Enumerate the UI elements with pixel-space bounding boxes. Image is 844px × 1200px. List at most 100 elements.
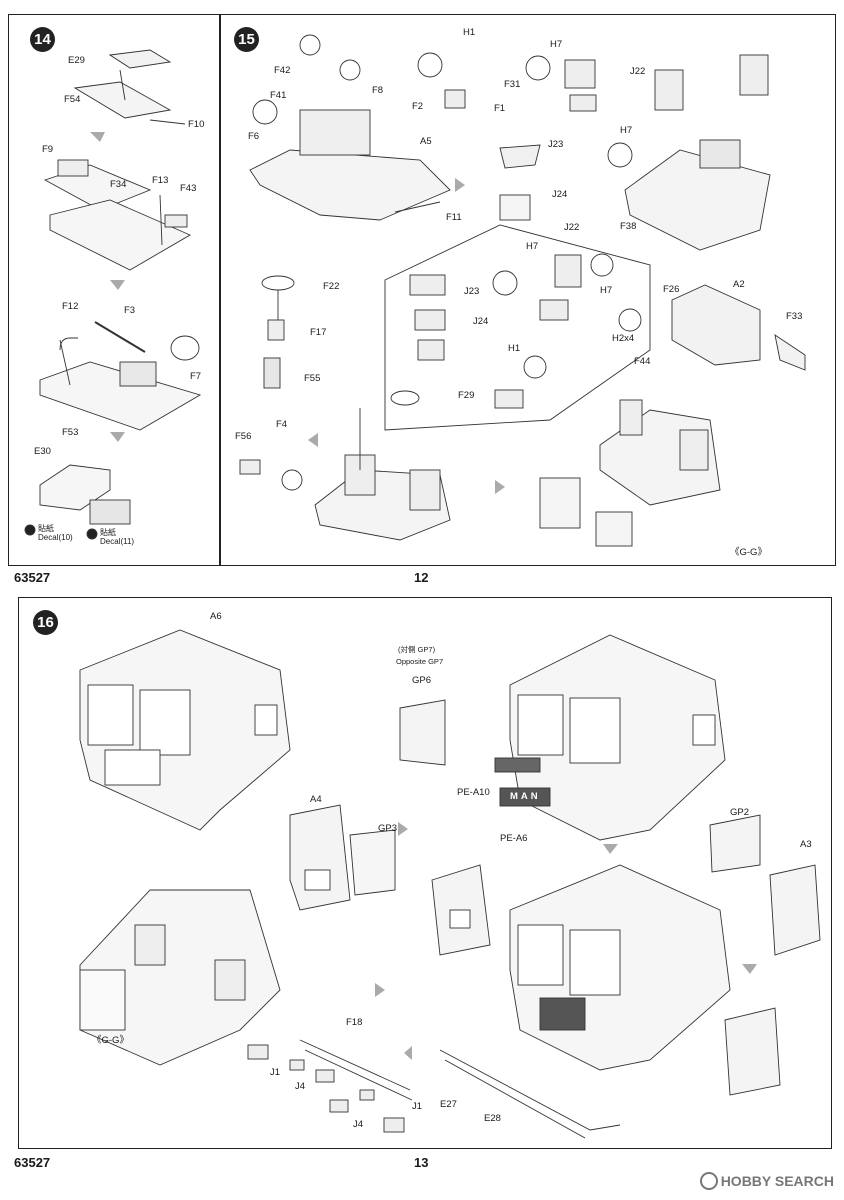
- part-label-f31: F31: [504, 79, 521, 90]
- part-label-f7: F7: [190, 371, 202, 382]
- arrow-down-14c: [110, 432, 125, 442]
- part-label-f17: F17: [310, 327, 327, 338]
- decal-10-label: Decal(10): [38, 533, 73, 543]
- step-14-second-assembly: [43, 159, 191, 271]
- part-label-a6: A6: [210, 611, 222, 622]
- part-label-gp2: GP2: [730, 807, 750, 818]
- decal-11-label: Decal(11): [100, 537, 135, 547]
- part-label-f44: F44: [634, 356, 651, 367]
- part-label-e28: E28: [484, 1113, 501, 1124]
- part-label-f41: F41: [270, 90, 287, 101]
- part-label-a3: A3: [800, 839, 812, 850]
- step-14-badge: 14: [30, 27, 55, 52]
- part-label-j4-b: J4: [353, 1119, 364, 1130]
- view-label-g-g: 《G-G》: [730, 547, 767, 558]
- part-label-f22: F22: [323, 281, 340, 292]
- cab-shell-left: [79, 629, 291, 831]
- catalog-number: 63527: [14, 570, 51, 585]
- cab-floor-left: [79, 889, 281, 1066]
- page-number: 12: [414, 570, 429, 585]
- instruction-page-13: 16: [0, 590, 844, 1200]
- part-label-f55: F55: [304, 373, 321, 384]
- cab-shell-right: [494, 634, 726, 841]
- arrow-left-15: [308, 433, 318, 447]
- part-label-j22: J22: [630, 66, 646, 77]
- sub-assembly-callout: [384, 224, 651, 431]
- part-label-f1: F1: [494, 103, 506, 114]
- step-16-frame: [18, 597, 832, 1149]
- part-label-f34: F34: [110, 179, 127, 190]
- watermark-logo-icon: [699, 1172, 718, 1190]
- door-a3-and-gp2: [709, 814, 821, 1096]
- part-label-f43: F43: [180, 183, 197, 194]
- part-label-j1-b: J1: [412, 1101, 423, 1112]
- part-label-f26: F26: [663, 284, 680, 295]
- step-14-third-assembly: [39, 321, 202, 431]
- part-label-f8: F8: [372, 85, 384, 96]
- step-14-top-assembly: [73, 49, 186, 125]
- part-label-f38: F38: [620, 221, 637, 232]
- page-number: 13: [414, 1155, 429, 1170]
- arrow-down-16a: [603, 844, 618, 854]
- part-label-j24-b: J24: [473, 316, 489, 327]
- watermark-text: HOBBY SEARCH: [720, 1173, 834, 1189]
- man-logo: MAN: [510, 791, 541, 802]
- part-label-e29: E29: [68, 55, 85, 66]
- decal-11-zh: 貼紙: [100, 528, 116, 537]
- part-label-j23: J23: [548, 139, 564, 150]
- part-label-gp6: GP6: [412, 675, 432, 686]
- part-label-j4: J4: [295, 1081, 306, 1092]
- part-label-j24: J24: [552, 189, 568, 200]
- arrow-right-15b: [495, 480, 505, 494]
- part-label-f10: F10: [188, 119, 205, 130]
- step-14-dashboard-part: [24, 464, 131, 540]
- part-label-a2: A2: [733, 279, 745, 290]
- instruction-page-12: 14 15: [0, 0, 844, 590]
- part-label-f56: F56: [235, 431, 252, 442]
- decal-11-note: 貼紙 Decal(11): [100, 528, 134, 546]
- part-label-h7-c: H7: [526, 241, 539, 252]
- glass-gp6: [399, 699, 446, 766]
- arrow-left-16: [404, 1046, 412, 1060]
- arrow-right-16b: [375, 983, 385, 997]
- part-label-f12: F12: [62, 301, 79, 312]
- part-label-gp3: GP3: [378, 823, 398, 834]
- part-label-h7: H7: [550, 39, 563, 50]
- step-15-badge: 15: [234, 27, 259, 52]
- part-label-pe-a6: PE-A6: [500, 833, 528, 844]
- part-label-f2: F2: [412, 101, 424, 112]
- step-15-cab-interior-right: [539, 284, 806, 547]
- part-label-f6: F6: [248, 131, 260, 142]
- part-label-j22-b: J22: [564, 222, 580, 233]
- note-opposite-gp7: Opposite GP7: [396, 657, 444, 666]
- rail-e27-e28: [439, 1049, 621, 1139]
- part-label-j1: J1: [270, 1067, 281, 1078]
- step-16-badge: 16: [33, 610, 58, 635]
- part-label-f13: F13: [152, 175, 169, 186]
- step-15-cab-interior-left: [314, 390, 451, 541]
- part-label-pe-a10: PE-A10: [457, 787, 490, 798]
- part-label-j23-b: J23: [464, 286, 480, 297]
- part-label-f29: F29: [458, 390, 475, 401]
- part-label-f53: F53: [62, 427, 79, 438]
- door-a4: [289, 804, 396, 911]
- part-label-f3: F3: [124, 305, 136, 316]
- part-label-h2x4: H2x4: [612, 333, 635, 344]
- assembly-drawings-page-13: [79, 629, 821, 1139]
- part-label-f4: F4: [276, 419, 288, 430]
- part-label-h1: H1: [463, 27, 476, 38]
- arrow-down-14a: [90, 132, 105, 142]
- part-label-f9: F9: [42, 144, 54, 155]
- part-label-h7-d: H7: [600, 285, 613, 296]
- part-label-e30: E30: [34, 446, 51, 457]
- part-label-h1-b: H1: [508, 343, 521, 354]
- part-label-f42: F42: [274, 65, 291, 76]
- part-label-f33: F33: [786, 311, 803, 322]
- part-label-h7-b: H7: [620, 125, 633, 136]
- seat-parts-j1-j4: [247, 1044, 405, 1133]
- arrow-down-14b: [110, 280, 125, 290]
- step-15-seat-parts: [417, 52, 633, 221]
- step-15-frame: [220, 14, 836, 566]
- arrow-right-15a: [455, 178, 465, 192]
- catalog-number: 63527: [14, 1155, 51, 1170]
